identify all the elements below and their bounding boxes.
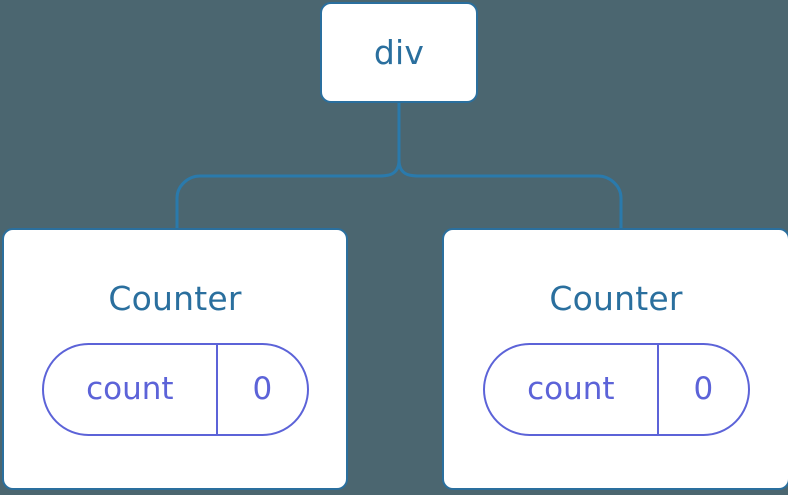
state-value-cell: 0: [218, 345, 306, 434]
node-root-div[interactable]: div: [320, 2, 478, 103]
node-title: Counter: [549, 279, 683, 318]
state-key-label: count: [86, 371, 174, 407]
connector-branch-left: [175, 159, 401, 230]
state-pill[interactable]: count 0: [482, 343, 750, 436]
node-title: Counter: [108, 279, 242, 318]
state-pill[interactable]: count 0: [41, 343, 309, 436]
node-counter-right[interactable]: Counter count 0: [442, 228, 788, 490]
state-key-cell: count: [485, 345, 660, 434]
state-value-label: 0: [252, 371, 273, 407]
state-key-cell: count: [44, 345, 219, 434]
node-counter-left[interactable]: Counter count 0: [2, 228, 348, 490]
state-key-label: count: [527, 371, 615, 407]
state-value-cell: 0: [659, 345, 747, 434]
state-value-label: 0: [693, 371, 714, 407]
node-root-label: div: [373, 33, 425, 72]
connector-branch-right: [397, 159, 623, 230]
